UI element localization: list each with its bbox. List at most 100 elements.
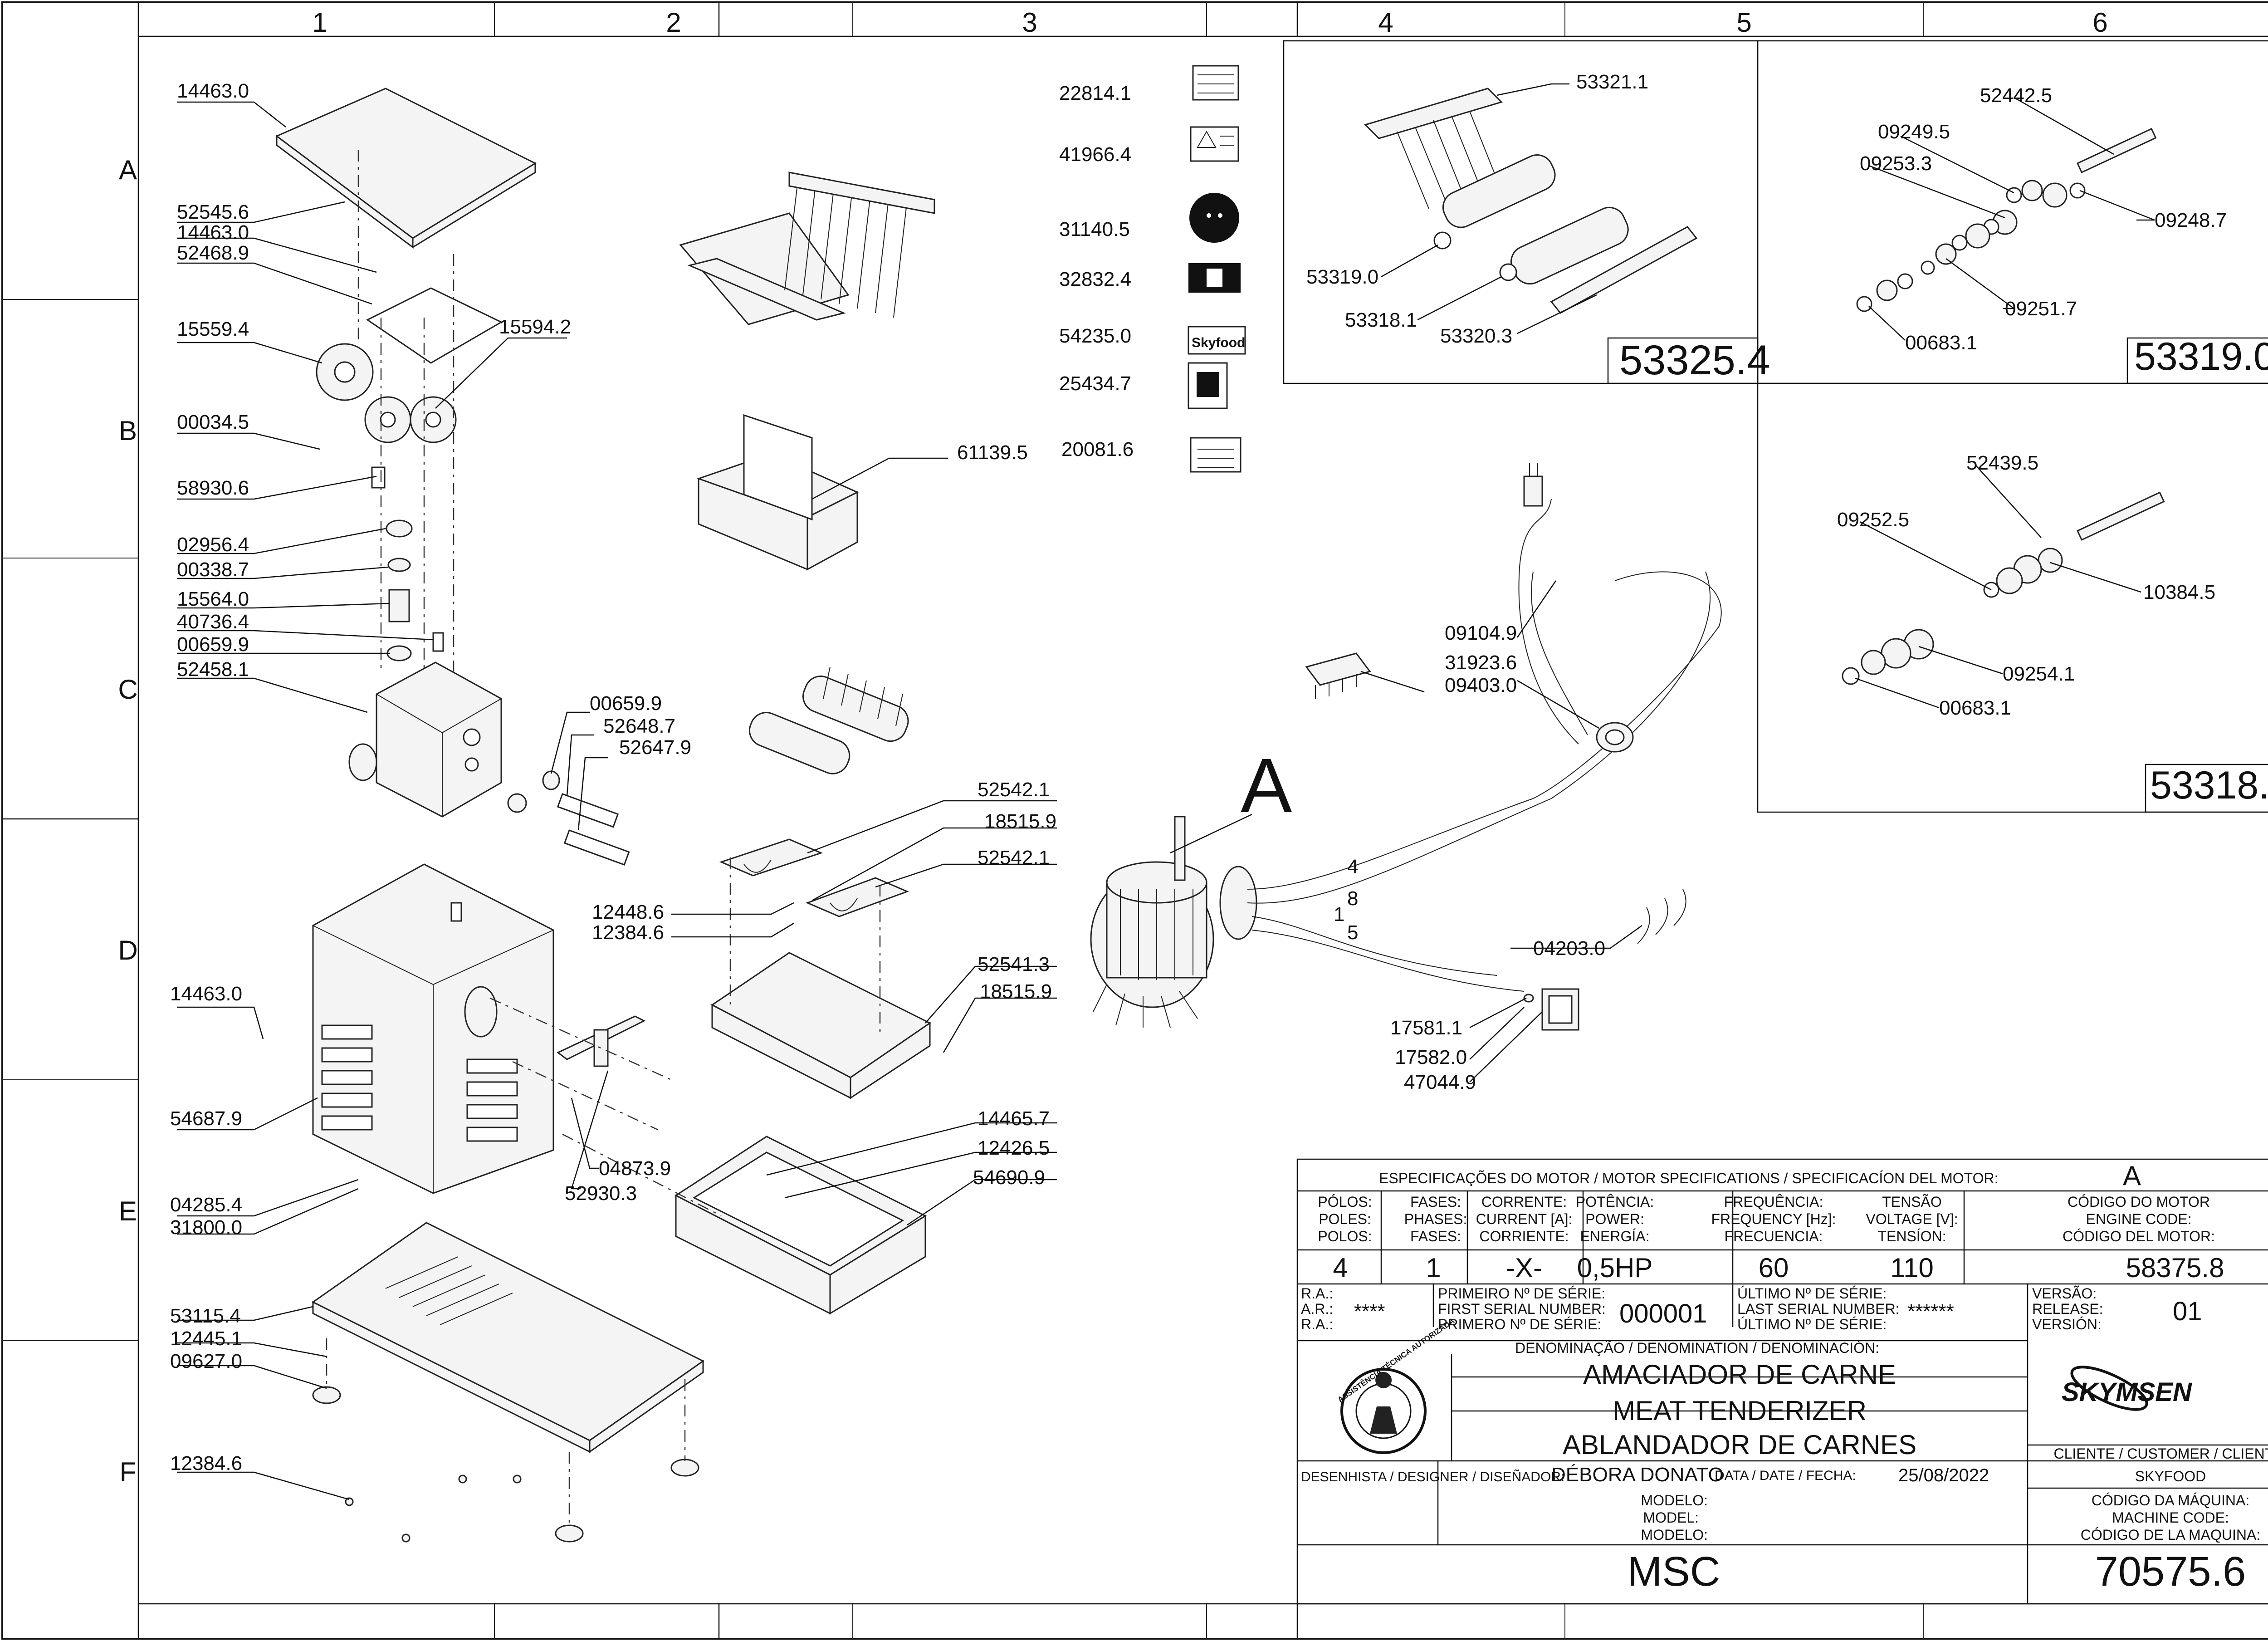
callout-52648-7: 52648.7 bbox=[603, 715, 675, 737]
middle-callouts: 22814.1 41966.4 31140.5 32832.4 54235.0 … bbox=[592, 82, 1134, 1189]
callout-52930-3: 52930.3 bbox=[565, 1182, 637, 1205]
svg-text:ABLANDADOR DE CARNES: ABLANDADOR DE CARNES bbox=[1563, 1430, 1916, 1460]
svg-text:6: 6 bbox=[2092, 7, 2107, 38]
svg-text:00034.5: 00034.5 bbox=[177, 411, 249, 433]
svg-text:1: 1 bbox=[1426, 1253, 1441, 1283]
svg-text:SKYFOOD: SKYFOOD bbox=[2135, 1468, 2206, 1484]
hdr-phases-3: FASES: bbox=[1410, 1228, 1461, 1244]
svg-text:DATA / DATE / FECHA:: DATA / DATE / FECHA: bbox=[1715, 1468, 1856, 1483]
hdr-poles-1: PÓLOS: bbox=[1318, 1194, 1372, 1210]
svg-text:41966.4: 41966.4 bbox=[1059, 143, 1131, 166]
callout-00683-1-b: 00683.1 bbox=[1939, 697, 2011, 719]
leader-lines bbox=[177, 83, 2155, 1500]
callout-04873-9: 04873.9 bbox=[599, 1157, 671, 1180]
svg-text:12448.6: 12448.6 bbox=[592, 901, 664, 923]
callout-54235-0: 54235.0 bbox=[1059, 325, 1131, 347]
svg-text:4: 4 bbox=[1347, 856, 1358, 878]
svg-text:18515.9: 18515.9 bbox=[984, 810, 1056, 833]
svg-text:RELEASE:: RELEASE: bbox=[2032, 1301, 2103, 1317]
hdr-poles-3: POLOS: bbox=[1318, 1228, 1372, 1244]
callout-14463-0-b: 14463.0 bbox=[177, 221, 249, 244]
detail-box-53319 bbox=[1757, 40, 2268, 384]
callout-20081-6: 20081.6 bbox=[1061, 438, 1134, 460]
grid-col-6: 6 bbox=[2092, 7, 2107, 38]
callout-53115-4: 53115.4 bbox=[170, 1305, 241, 1327]
val-voltage: 110 bbox=[1890, 1253, 1934, 1283]
svg-text:POTÊNCIA:: POTÊNCIA: bbox=[1576, 1194, 1654, 1210]
brand-name: SKYMSEN bbox=[2062, 1377, 2192, 1407]
val-frequency: 60 bbox=[1759, 1253, 1789, 1283]
svg-text:53319.0: 53319.0 bbox=[1306, 266, 1378, 288]
wire-number-1: 1 bbox=[1334, 903, 1344, 926]
svg-text:09254.1: 09254.1 bbox=[2003, 663, 2075, 685]
svg-text:00659.9: 00659.9 bbox=[177, 633, 249, 656]
ra-value: **** bbox=[1354, 1300, 1385, 1323]
svg-text:DESENHISTA / DESIGNER / DISEÑA: DESENHISTA / DESIGNER / DISEÑADOR: bbox=[1301, 1469, 1564, 1484]
svg-text:15594.2: 15594.2 bbox=[499, 316, 571, 338]
callout-17582-0: 17582.0 bbox=[1395, 1046, 1467, 1068]
last-serial-label-3: ÚLTIMO Nº DE SÉRIE: bbox=[1737, 1316, 1887, 1332]
svg-text:00683.1: 00683.1 bbox=[1905, 332, 1977, 354]
callout-41966-4: 41966.4 bbox=[1059, 143, 1131, 166]
svg-text:00659.9: 00659.9 bbox=[590, 692, 662, 715]
model-label-3: MODELO: bbox=[1641, 1527, 1708, 1543]
callout-14465-7: 14465.7 bbox=[978, 1107, 1050, 1130]
callout-00338-7: 00338.7 bbox=[177, 558, 249, 581]
svg-text:1: 1 bbox=[1334, 903, 1344, 926]
svg-text:14463.0: 14463.0 bbox=[177, 80, 249, 102]
version-label-1: VERSÃO: bbox=[2032, 1285, 2097, 1302]
detail-box-53318 bbox=[1757, 382, 2268, 813]
ra-label-1: R.A.: bbox=[1301, 1285, 1333, 1302]
svg-text:0,5HP: 0,5HP bbox=[1577, 1253, 1653, 1283]
model-value: MSC bbox=[1628, 1548, 1720, 1595]
svg-text:25/08/2022: 25/08/2022 bbox=[1898, 1465, 1989, 1485]
val-poles: 4 bbox=[1333, 1253, 1348, 1283]
svg-text:58375.8: 58375.8 bbox=[2126, 1253, 2224, 1283]
model-label-1: MODELO: bbox=[1641, 1492, 1708, 1509]
customer-label: CLIENTE / CUSTOMER / CLIENTE: bbox=[2053, 1445, 2268, 1462]
machine-code-value: 70575.6 bbox=[2095, 1548, 2246, 1595]
svg-text:VOLTAGE [V]:: VOLTAGE [V]: bbox=[1866, 1211, 1958, 1227]
callout-12384-6-a: 12384.6 bbox=[170, 1452, 242, 1474]
svg-text:54687.9: 54687.9 bbox=[170, 1107, 242, 1130]
svg-text:10384.5: 10384.5 bbox=[2143, 581, 2215, 603]
svg-text:MSC: MSC bbox=[1628, 1548, 1720, 1595]
machine-code-label-1: CÓDIGO DA MÁQUINA: bbox=[2092, 1492, 2249, 1509]
hdr-phases-2: PHASES: bbox=[1404, 1211, 1467, 1227]
grid-col-1: 1 bbox=[312, 7, 327, 38]
val-phases: 1 bbox=[1426, 1253, 1441, 1283]
svg-text:52442.5: 52442.5 bbox=[1980, 84, 2052, 107]
svg-text:FRECUENCIA:: FRECUENCIA: bbox=[1725, 1228, 1823, 1244]
motor-callouts: A 09104.9 31923.6 09403.0 04203.0 17581.… bbox=[1241, 622, 1605, 1093]
left-assembly-drawing bbox=[275, 88, 704, 1543]
hdr-poles-2: POLES: bbox=[1319, 1211, 1371, 1227]
svg-text:53318.1: 53318.1 bbox=[1345, 309, 1417, 331]
motor-spec-title: ESPECIFICAÇÕES DO MOTOR / MOTOR SPECIFIC… bbox=[1379, 1170, 1999, 1186]
svg-text:00338.7: 00338.7 bbox=[177, 558, 249, 581]
svg-text:00683.1: 00683.1 bbox=[1939, 697, 2011, 719]
svg-text:ENERGÍA:: ENERGÍA: bbox=[1580, 1228, 1650, 1244]
callout-14463-0-c: 14463.0 bbox=[170, 983, 242, 1005]
emergency-button-icon bbox=[1189, 193, 1239, 243]
designer-value: DÉBORA DONATO bbox=[1551, 1464, 1724, 1486]
hdr-voltage-2: VOLTAGE [V]: bbox=[1866, 1211, 1958, 1227]
last-serial-label-2: LAST SERIAL NUMBER: bbox=[1737, 1301, 1899, 1317]
hdr-power-2: POWER: bbox=[1585, 1211, 1644, 1227]
svg-text:02956.4: 02956.4 bbox=[177, 534, 249, 556]
svg-text:54235.0: 54235.0 bbox=[1059, 325, 1131, 347]
svg-text:53321.1: 53321.1 bbox=[1576, 71, 1648, 93]
svg-text:53319.0: 53319.0 bbox=[2134, 335, 2268, 378]
svg-text:17582.0: 17582.0 bbox=[1395, 1046, 1467, 1068]
svg-text:D: D bbox=[118, 935, 137, 965]
callout-52439-5: 52439.5 bbox=[1966, 452, 2038, 474]
designer-label: DESENHISTA / DESIGNER / DISEÑADOR: bbox=[1301, 1469, 1564, 1484]
svg-text:09104.9: 09104.9 bbox=[1445, 622, 1517, 644]
svg-text:53318.1: 53318.1 bbox=[2150, 764, 2268, 807]
svg-text:8: 8 bbox=[1347, 887, 1358, 910]
svg-text:VERSÃO:: VERSÃO: bbox=[2032, 1285, 2097, 1302]
hdr-current-2: CURRENT [A]: bbox=[1476, 1211, 1573, 1227]
svg-text:22814.1: 22814.1 bbox=[1059, 82, 1131, 104]
svg-text:****: **** bbox=[1354, 1300, 1385, 1323]
svg-text:POLOS:: POLOS: bbox=[1318, 1228, 1372, 1244]
